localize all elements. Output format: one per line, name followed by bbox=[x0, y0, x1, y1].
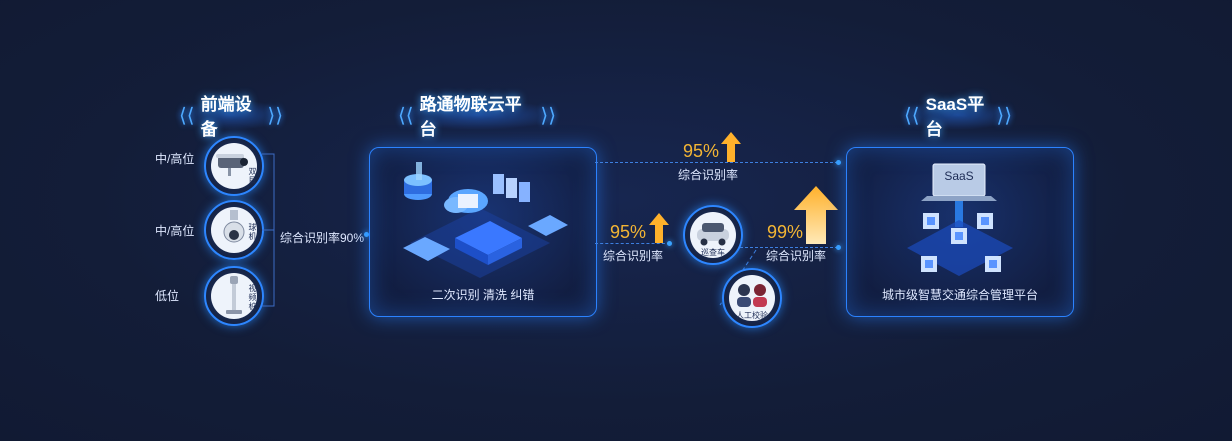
right-flow-percent: 99% bbox=[767, 222, 804, 242]
device-badge: 球机 bbox=[248, 223, 257, 241]
saas-caption: 城市级智慧交通综合管理平台 bbox=[881, 288, 1038, 302]
connector-dot bbox=[667, 241, 672, 246]
cloud-title-text: 路通物联云平台 bbox=[419, 95, 522, 139]
device-badge: 双目 bbox=[248, 167, 257, 185]
left-bracket-icon: ⟨⟨ bbox=[179, 104, 195, 127]
frontend-title-text: 前端设备 bbox=[200, 95, 252, 139]
left-bracket-icon: ⟨⟨ bbox=[398, 104, 414, 127]
video-pile-icon: 视频桩 bbox=[204, 266, 264, 326]
device-badge: 视频桩 bbox=[248, 284, 257, 311]
top-flow-line bbox=[595, 162, 838, 163]
saas-isometric-illustration bbox=[907, 163, 1013, 276]
up-arrow-icon bbox=[721, 132, 741, 162]
connector-dot bbox=[836, 160, 841, 165]
bullet-camera-icon: 双目 bbox=[204, 136, 264, 196]
device-level-label: 中/高位 bbox=[155, 224, 195, 238]
top-flow-label: 综合识别率 bbox=[678, 168, 739, 182]
dome-camera-icon: 球机 bbox=[204, 200, 264, 260]
right-bracket-icon: ⟩⟩ bbox=[540, 104, 556, 127]
up-arrow-icon bbox=[649, 213, 669, 243]
right-bracket-icon: ⟩⟩ bbox=[267, 104, 283, 127]
connector-dot bbox=[364, 232, 369, 237]
middle-flow-percent: 95% bbox=[610, 222, 647, 242]
left-bracket-icon: ⟨⟨ bbox=[904, 104, 920, 127]
cloud-caption: 二次识别 清洗 纠错 bbox=[431, 288, 535, 302]
cloud-isometric-illustration bbox=[403, 162, 568, 278]
patrol-label: 巡查车 bbox=[701, 248, 725, 257]
large-up-arrow-icon bbox=[794, 186, 838, 244]
cloud-platform-panel: 二次识别 清洗 纠错 bbox=[369, 147, 597, 317]
frontend-rate-label: 综合识别率90% bbox=[280, 231, 365, 245]
manual-check-label: 人工校验 bbox=[736, 311, 768, 320]
right-flow-label: 综合识别率 bbox=[766, 249, 827, 263]
cloud-title: ⟨⟨路通物联云平台 ⟩⟩ bbox=[392, 95, 562, 139]
connector-dot bbox=[836, 245, 841, 250]
middle-flow-label: 综合识别率 bbox=[603, 249, 664, 263]
top-flow-percent: 95% bbox=[683, 141, 720, 161]
patrol-car-icon: 巡查车 bbox=[683, 205, 743, 265]
right-flow-line bbox=[740, 247, 838, 248]
middle-flow-line bbox=[595, 243, 670, 244]
device-level-label: 低位 bbox=[155, 289, 180, 303]
manual-check-icon: 人工校验 bbox=[722, 268, 782, 328]
frontend-title: ⟨⟨前端设备 ⟩⟩ bbox=[173, 95, 289, 139]
saas-title: ⟨⟨SaaS平台 ⟩⟩ bbox=[898, 95, 1018, 139]
saas-platform-panel: SaaS 城市级智慧交通综合管理平台 bbox=[846, 147, 1074, 317]
laptop-screen-text: SaaS bbox=[944, 169, 974, 183]
saas-title-text: SaaS平台 bbox=[925, 95, 985, 139]
right-bracket-icon: ⟩⟩ bbox=[996, 104, 1012, 127]
device-level-label: 中/高位 bbox=[155, 152, 195, 166]
diagonal-divider bbox=[719, 249, 757, 306]
device-bracket bbox=[262, 153, 275, 307]
